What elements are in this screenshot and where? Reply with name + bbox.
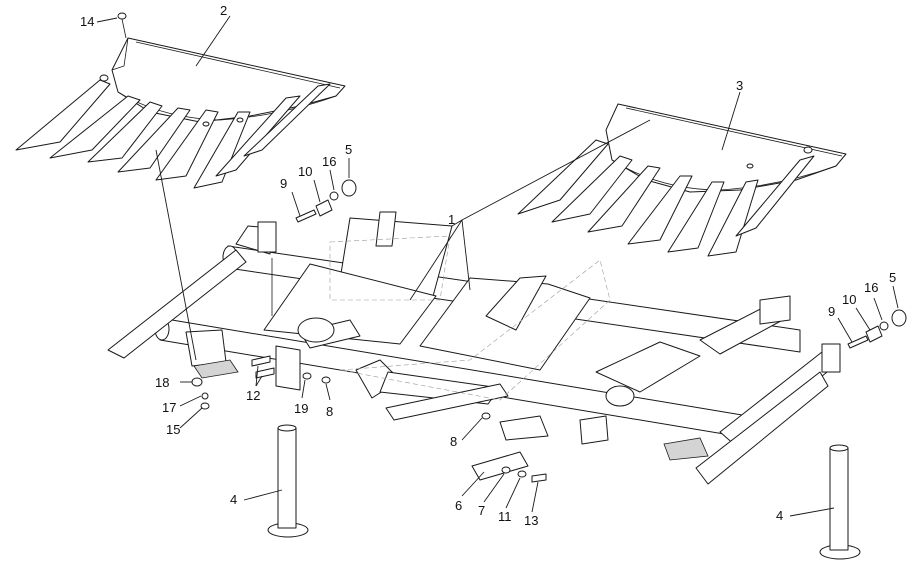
callout-15: 15 (166, 422, 180, 437)
support-stand-right (819, 444, 861, 560)
spring-10-left (315, 199, 333, 217)
callout-7: 7 (478, 503, 485, 518)
callout-1: 1 (448, 212, 455, 227)
callout-5-right: 5 (889, 270, 896, 285)
plate-6 (471, 451, 529, 481)
callout-12: 12 (246, 388, 260, 403)
leader-lines (96, 15, 899, 517)
callout-6: 6 (455, 498, 462, 513)
nut-16-left (329, 191, 339, 201)
washer-11 (517, 470, 527, 478)
nut-8-right (481, 412, 491, 420)
callout-11: 11 (498, 509, 512, 524)
washer-17 (201, 392, 209, 400)
hardware-center (471, 412, 547, 483)
callout-18: 18 (155, 375, 169, 390)
callout-3: 3 (736, 78, 743, 93)
callout-16-left: 16 (322, 154, 336, 169)
center-snout-assembly (263, 211, 701, 421)
callout-17: 17 (162, 400, 176, 415)
washer-18 (191, 377, 203, 387)
callout-9-right: 9 (828, 304, 835, 319)
hardware-left (191, 345, 331, 410)
plate-19 (275, 345, 301, 391)
callout-5-left: 5 (345, 142, 352, 157)
right-divider-assembly (517, 103, 847, 257)
spring-bolt-set-right (847, 309, 907, 349)
nut-16-right (879, 321, 889, 331)
callout-14: 14 (80, 14, 94, 29)
callout-16-right: 16 (864, 280, 878, 295)
callout-19: 19 (294, 401, 308, 416)
bolt-9-right (847, 335, 869, 349)
nut-15 (200, 402, 210, 410)
cap-5-right (891, 309, 907, 327)
callout-9-left: 9 (280, 176, 287, 191)
bolt-12 (251, 355, 271, 367)
washer-7 (501, 466, 511, 474)
callout-2: 2 (220, 3, 227, 18)
left-divider-assembly (15, 37, 346, 189)
bolt-13 (531, 473, 547, 483)
callout-8-center: 8 (450, 434, 457, 449)
nut-8-left (321, 376, 331, 384)
callout-13: 13 (524, 513, 538, 528)
bolt-9-left (295, 209, 317, 223)
spring-10-right (865, 325, 883, 343)
callout-labels: 2 14 3 1 5 16 10 9 18 17 15 12 19 8 4 8 … (80, 3, 896, 528)
spring-bolt-set-left (295, 179, 357, 223)
support-stand-left (267, 424, 309, 538)
callout-10-left: 10 (298, 164, 312, 179)
skid-plates (185, 329, 709, 461)
screw-14 (117, 12, 127, 39)
cap-5-left (341, 179, 357, 197)
callout-4-right: 4 (776, 508, 783, 523)
callout-8-left: 8 (326, 404, 333, 419)
callout-10-right: 10 (842, 292, 856, 307)
callout-4-left: 4 (230, 492, 237, 507)
